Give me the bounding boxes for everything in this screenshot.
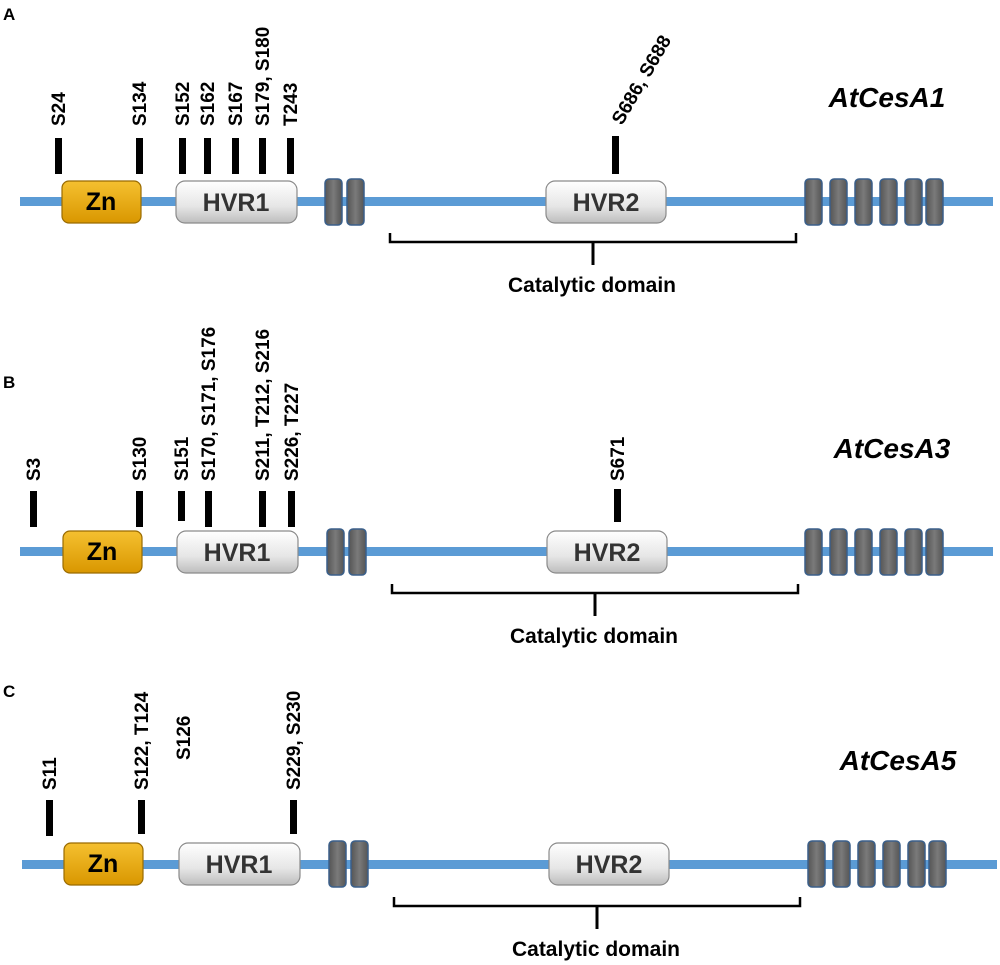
transmembrane-helix xyxy=(804,178,823,226)
zn-label: Zn xyxy=(87,538,118,566)
site-label: S24 xyxy=(49,92,70,126)
transmembrane-helix xyxy=(326,528,345,576)
site-label: S152 xyxy=(173,82,194,126)
site-tick xyxy=(205,491,212,527)
site-label: S229, S230 xyxy=(284,691,305,790)
site-label: T243 xyxy=(281,83,302,126)
site-label: S3 xyxy=(24,458,45,481)
protein-name: AtCesA1 xyxy=(828,82,946,113)
catalytic-bracket xyxy=(388,233,798,244)
site-tick xyxy=(136,491,143,527)
hvr2-label: HVR2 xyxy=(574,539,641,567)
transmembrane-helix xyxy=(857,840,876,888)
catalytic-domain-label: Catalytic domain xyxy=(512,938,680,961)
site-tick xyxy=(259,138,266,174)
site-tick xyxy=(136,138,143,174)
hvr2-domain xyxy=(546,530,668,574)
transmembrane-helix xyxy=(925,178,944,226)
transmembrane-helix xyxy=(807,840,826,888)
site-tick xyxy=(55,138,62,174)
site-label: S134 xyxy=(130,81,151,126)
transmembrane-helix xyxy=(804,528,823,576)
transmembrane-helix xyxy=(346,178,365,226)
hvr1-domain xyxy=(175,180,298,224)
site-label: S211, T212, S216 xyxy=(253,329,274,481)
zn-finger-domain xyxy=(61,180,142,224)
hvr2-domain xyxy=(545,180,667,224)
site-label: S179, S180 xyxy=(253,27,274,126)
transmembrane-helix xyxy=(348,528,367,576)
catalytic-domain-label: Catalytic domain xyxy=(510,625,678,648)
site-tick xyxy=(614,489,621,522)
transmembrane-helix xyxy=(928,840,947,888)
site-label: S151 xyxy=(172,436,193,481)
site-tick xyxy=(46,800,53,836)
protein-backbone xyxy=(22,860,997,869)
transmembrane-helix xyxy=(854,528,873,576)
site-label: S170, S171, S176 xyxy=(199,327,220,481)
transmembrane-helix xyxy=(882,840,901,888)
hvr1-domain xyxy=(176,530,299,574)
panel-letter: C xyxy=(3,682,15,701)
site-label: S122, T124 xyxy=(132,691,153,790)
transmembrane-helix xyxy=(904,178,923,226)
zn-label: Zn xyxy=(86,188,117,216)
site-label: S671 xyxy=(608,436,629,481)
transmembrane-helix xyxy=(328,840,347,888)
site-tick xyxy=(259,491,266,527)
catalytic-bracket xyxy=(392,897,802,908)
hvr2-domain xyxy=(548,842,670,886)
site-tick xyxy=(232,138,239,174)
site-label: S126 xyxy=(174,716,195,760)
catalytic-bracket xyxy=(390,584,800,595)
transmembrane-helix xyxy=(324,178,343,226)
hvr1-label: HVR1 xyxy=(204,539,271,567)
protein-name: AtCesA3 xyxy=(833,433,951,464)
site-tick xyxy=(288,491,295,527)
site-tick xyxy=(179,138,186,174)
site-tick xyxy=(612,136,619,174)
protein-name: AtCesA5 xyxy=(839,745,957,776)
hvr2-label: HVR2 xyxy=(576,851,643,879)
site-tick xyxy=(204,138,211,174)
protein-backbone xyxy=(20,547,993,556)
hvr1-label: HVR1 xyxy=(206,851,273,879)
site-tick xyxy=(138,800,145,834)
zn-label: Zn xyxy=(88,850,119,878)
site-tick xyxy=(178,491,185,521)
transmembrane-helix xyxy=(925,528,944,576)
panel-letter: B xyxy=(3,373,15,392)
zn-finger-domain xyxy=(63,842,144,886)
transmembrane-helix xyxy=(907,840,926,888)
transmembrane-helix xyxy=(832,840,851,888)
site-tick xyxy=(290,800,297,834)
panel-letter: A xyxy=(3,5,15,24)
transmembrane-helix xyxy=(879,528,898,576)
site-label: S130 xyxy=(130,437,151,481)
site-tick xyxy=(287,138,294,174)
transmembrane-helix xyxy=(854,178,873,226)
hvr2-label: HVR2 xyxy=(573,189,640,217)
transmembrane-helix xyxy=(829,178,848,226)
protein-backbone xyxy=(20,197,993,206)
transmembrane-helix xyxy=(904,528,923,576)
site-label: S226, T227 xyxy=(282,383,303,481)
zn-finger-domain xyxy=(62,530,143,574)
transmembrane-helix xyxy=(879,178,898,226)
catalytic-domain-label: Catalytic domain xyxy=(508,274,676,297)
site-tick xyxy=(30,491,37,527)
transmembrane-helix xyxy=(350,840,369,888)
panel-b: B S3 S130 S151 S170, S171, S176 S211, T2… xyxy=(3,327,993,648)
site-label: S11 xyxy=(40,757,61,790)
transmembrane-helix xyxy=(829,528,848,576)
panel-c: C S11 S122, T124 S126 S229, S230 Zn HVR1… xyxy=(3,682,997,961)
hvr1-label: HVR1 xyxy=(203,189,270,217)
panel-a: A S24 S134 S152 S162 S167 S179, S180 T24… xyxy=(3,5,993,297)
site-label: S167 xyxy=(226,82,247,126)
site-label: S686, S688 xyxy=(608,32,676,129)
site-label: S162 xyxy=(198,82,219,126)
hvr1-domain xyxy=(178,842,301,886)
